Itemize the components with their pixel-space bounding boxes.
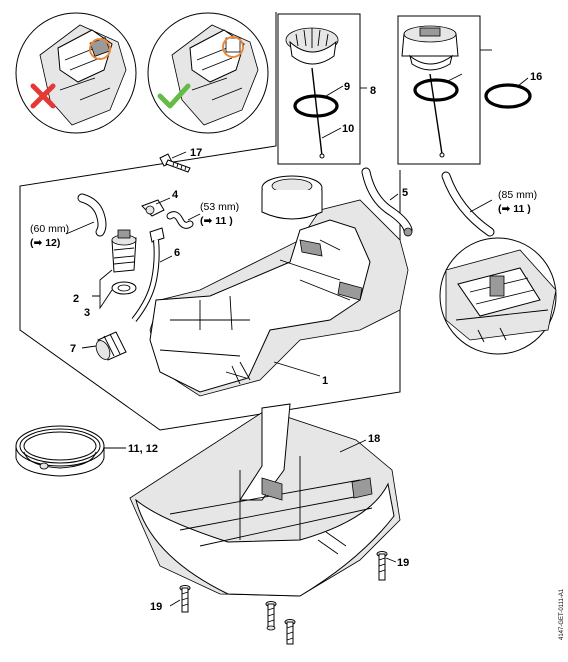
fitting-2	[111, 229, 137, 273]
callout-1: 1	[322, 375, 328, 387]
callout-10: 10	[342, 123, 354, 135]
hose-85mm	[441, 171, 495, 237]
clamp-4	[141, 197, 171, 217]
callout-4: 4	[172, 189, 179, 201]
image-code: 4147-GET-0111-A1	[559, 588, 565, 640]
callout-6: 6	[174, 247, 180, 259]
fuel-tank	[149, 175, 409, 397]
hose-5	[361, 167, 413, 237]
fuel-line-6	[131, 227, 173, 322]
callout-3: 3	[84, 307, 90, 319]
callout-19-right: 19	[397, 557, 409, 569]
detail-correct-installation	[147, 12, 269, 134]
cross-icon	[30, 83, 56, 109]
assembly-frame	[19, 12, 401, 431]
coiled-hose	[15, 425, 126, 477]
check-icon	[157, 83, 191, 109]
washer-3	[111, 281, 137, 295]
hose-53mm	[166, 211, 201, 229]
highlight-ring	[222, 36, 244, 58]
highlight-ring	[89, 38, 111, 60]
detail-tank-corner	[439, 237, 557, 355]
callout-19-left: 19	[150, 601, 162, 613]
callout-9: 9	[344, 81, 350, 93]
note-60mm-ref: (➡ 12)	[30, 237, 60, 249]
callout-11-12: 11, 12	[128, 443, 158, 455]
filler-cap-variant-box	[397, 15, 532, 165]
callout-7: 7	[70, 343, 76, 355]
callout-18: 18	[368, 433, 380, 445]
callout-16: 16	[530, 71, 542, 83]
detail-wrong-installation	[15, 12, 137, 134]
screw-19-center	[265, 601, 277, 631]
screw-19-left	[169, 585, 191, 613]
note-53mm-length: (53 mm)	[200, 201, 239, 213]
note-60mm-length: (60 mm)	[30, 223, 69, 235]
note-53mm-ref: (➡ 11 )	[200, 215, 233, 227]
filler-cap-box	[277, 13, 367, 165]
hose-60mm	[65, 193, 107, 237]
callout-17: 17	[190, 147, 202, 159]
callout-5: 5	[402, 187, 408, 199]
o-ring-16	[484, 83, 532, 109]
note-85mm-ref: (➡ 11 )	[498, 203, 531, 215]
screw-19-right	[376, 551, 397, 581]
tank-cover-18	[129, 403, 401, 597]
callout-8: 8	[370, 85, 376, 97]
note-85mm-length: (85 mm)	[498, 189, 537, 201]
fuel-filter-7	[81, 331, 127, 361]
callout-2: 2	[73, 293, 79, 305]
screw-19-front	[284, 619, 296, 645]
screw-17	[159, 151, 191, 173]
